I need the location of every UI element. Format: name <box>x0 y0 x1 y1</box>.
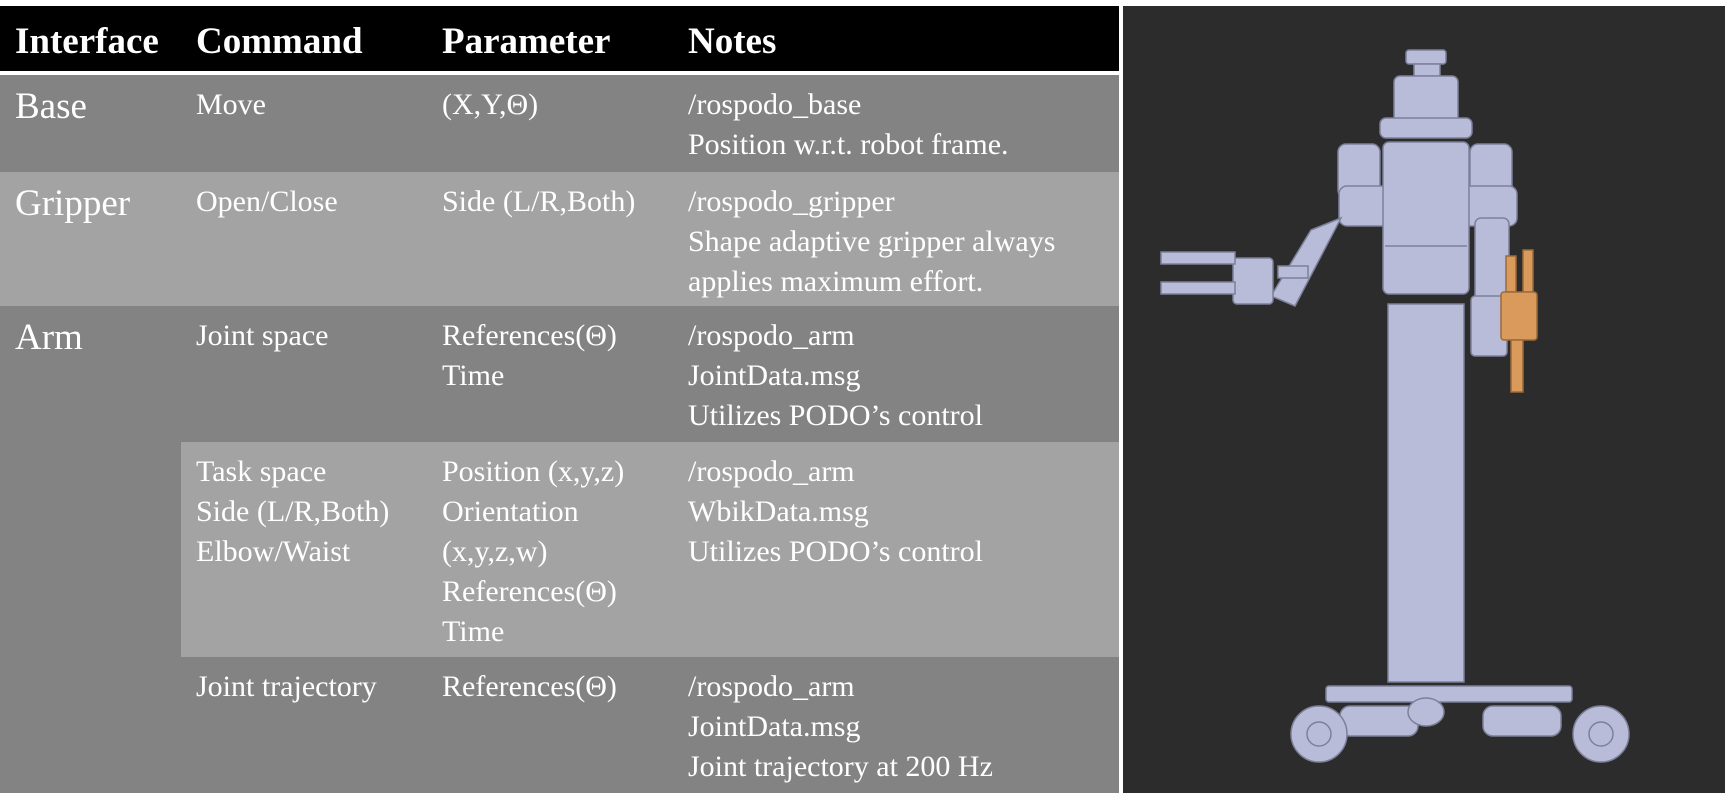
robot-finger-upper <box>1160 251 1236 265</box>
command-cell: Task space Side (L/R,Both) Elbow/Waist <box>196 455 390 568</box>
header-command: Command <box>196 21 363 62</box>
notes-cell: /rospodo_arm JointData.msg Joint traject… <box>688 670 993 783</box>
robot-torso <box>1382 141 1470 295</box>
robot-gripper-lower <box>1510 339 1524 393</box>
header-parameter: Parameter <box>442 21 611 62</box>
robot-gripper-finger-a <box>1505 255 1517 293</box>
table-row-joint-space: Joint space References(Θ) Time /rospodo_… <box>181 306 1119 442</box>
interface-table: Interface Command Parameter Notes Base M… <box>0 6 1119 793</box>
header-interface: Interface <box>15 21 159 62</box>
notes-cell: /rospodo_arm WbikData.msg Utilizes PODO’… <box>688 455 983 568</box>
robot-render <box>1123 6 1725 793</box>
robot-base-plate <box>1325 685 1573 703</box>
robot-head-neck <box>1413 63 1441 77</box>
notes-cell: /rospodo_arm JointData.msg Utilizes PODO… <box>688 319 983 432</box>
notes-cell: /rospodo_base Position w.r.t. robot fram… <box>688 88 1009 161</box>
robot-head-cap <box>1405 49 1447 65</box>
command-cell: Open/Close <box>196 185 338 218</box>
robot-illustration <box>1160 49 1630 763</box>
robot-finger-lower <box>1160 281 1236 295</box>
table-row-joint-trajectory: Joint trajectory References(Θ) /rospodo_… <box>181 657 1119 793</box>
parameter-cell: References(Θ) Time <box>442 319 617 392</box>
robot-forearm-right <box>1269 216 1343 307</box>
robot-base-motor-right <box>1339 705 1419 737</box>
header-divider <box>0 71 1119 75</box>
robot-gripper-finger-b <box>1522 249 1534 293</box>
notes-cell: /rospodo_gripper Shape adaptive gripper … <box>688 185 1056 298</box>
command-cell: Move <box>196 88 266 121</box>
parameter-cell: References(Θ) <box>442 670 617 703</box>
header-notes: Notes <box>688 21 777 62</box>
table-row-task-space: Task space Side (L/R,Both) Elbow/Waist P… <box>181 442 1119 657</box>
table-row-base: Base Move (X,Y,Θ) /rospodo_base Position… <box>0 75 1119 172</box>
parameter-cell: Position (x,y,z) Orientation (x,y,z,w) R… <box>442 455 625 648</box>
interface-cell: Base <box>15 86 87 127</box>
robot-neck-mount <box>1379 117 1473 139</box>
interface-cell: Gripper <box>15 183 131 224</box>
interface-cell: Arm <box>15 317 83 358</box>
command-cell: Joint space <box>196 319 329 352</box>
robot-base-motor-left <box>1482 705 1562 737</box>
command-cell: Joint trajectory <box>196 670 377 703</box>
robot-body-column <box>1387 303 1465 683</box>
table-header: Interface Command Parameter Notes <box>0 6 1119 71</box>
robot-wrist-right <box>1232 257 1274 305</box>
robot-gripper-palm <box>1500 291 1538 341</box>
robot-head <box>1393 75 1459 123</box>
table-row-gripper: Gripper Open/Close Side (L/R,Both) /rosp… <box>0 172 1119 306</box>
robot-base-hub <box>1407 697 1445 727</box>
parameter-cell: Side (L/R,Both) <box>442 185 636 218</box>
parameter-cell: (X,Y,Θ) <box>442 88 539 121</box>
